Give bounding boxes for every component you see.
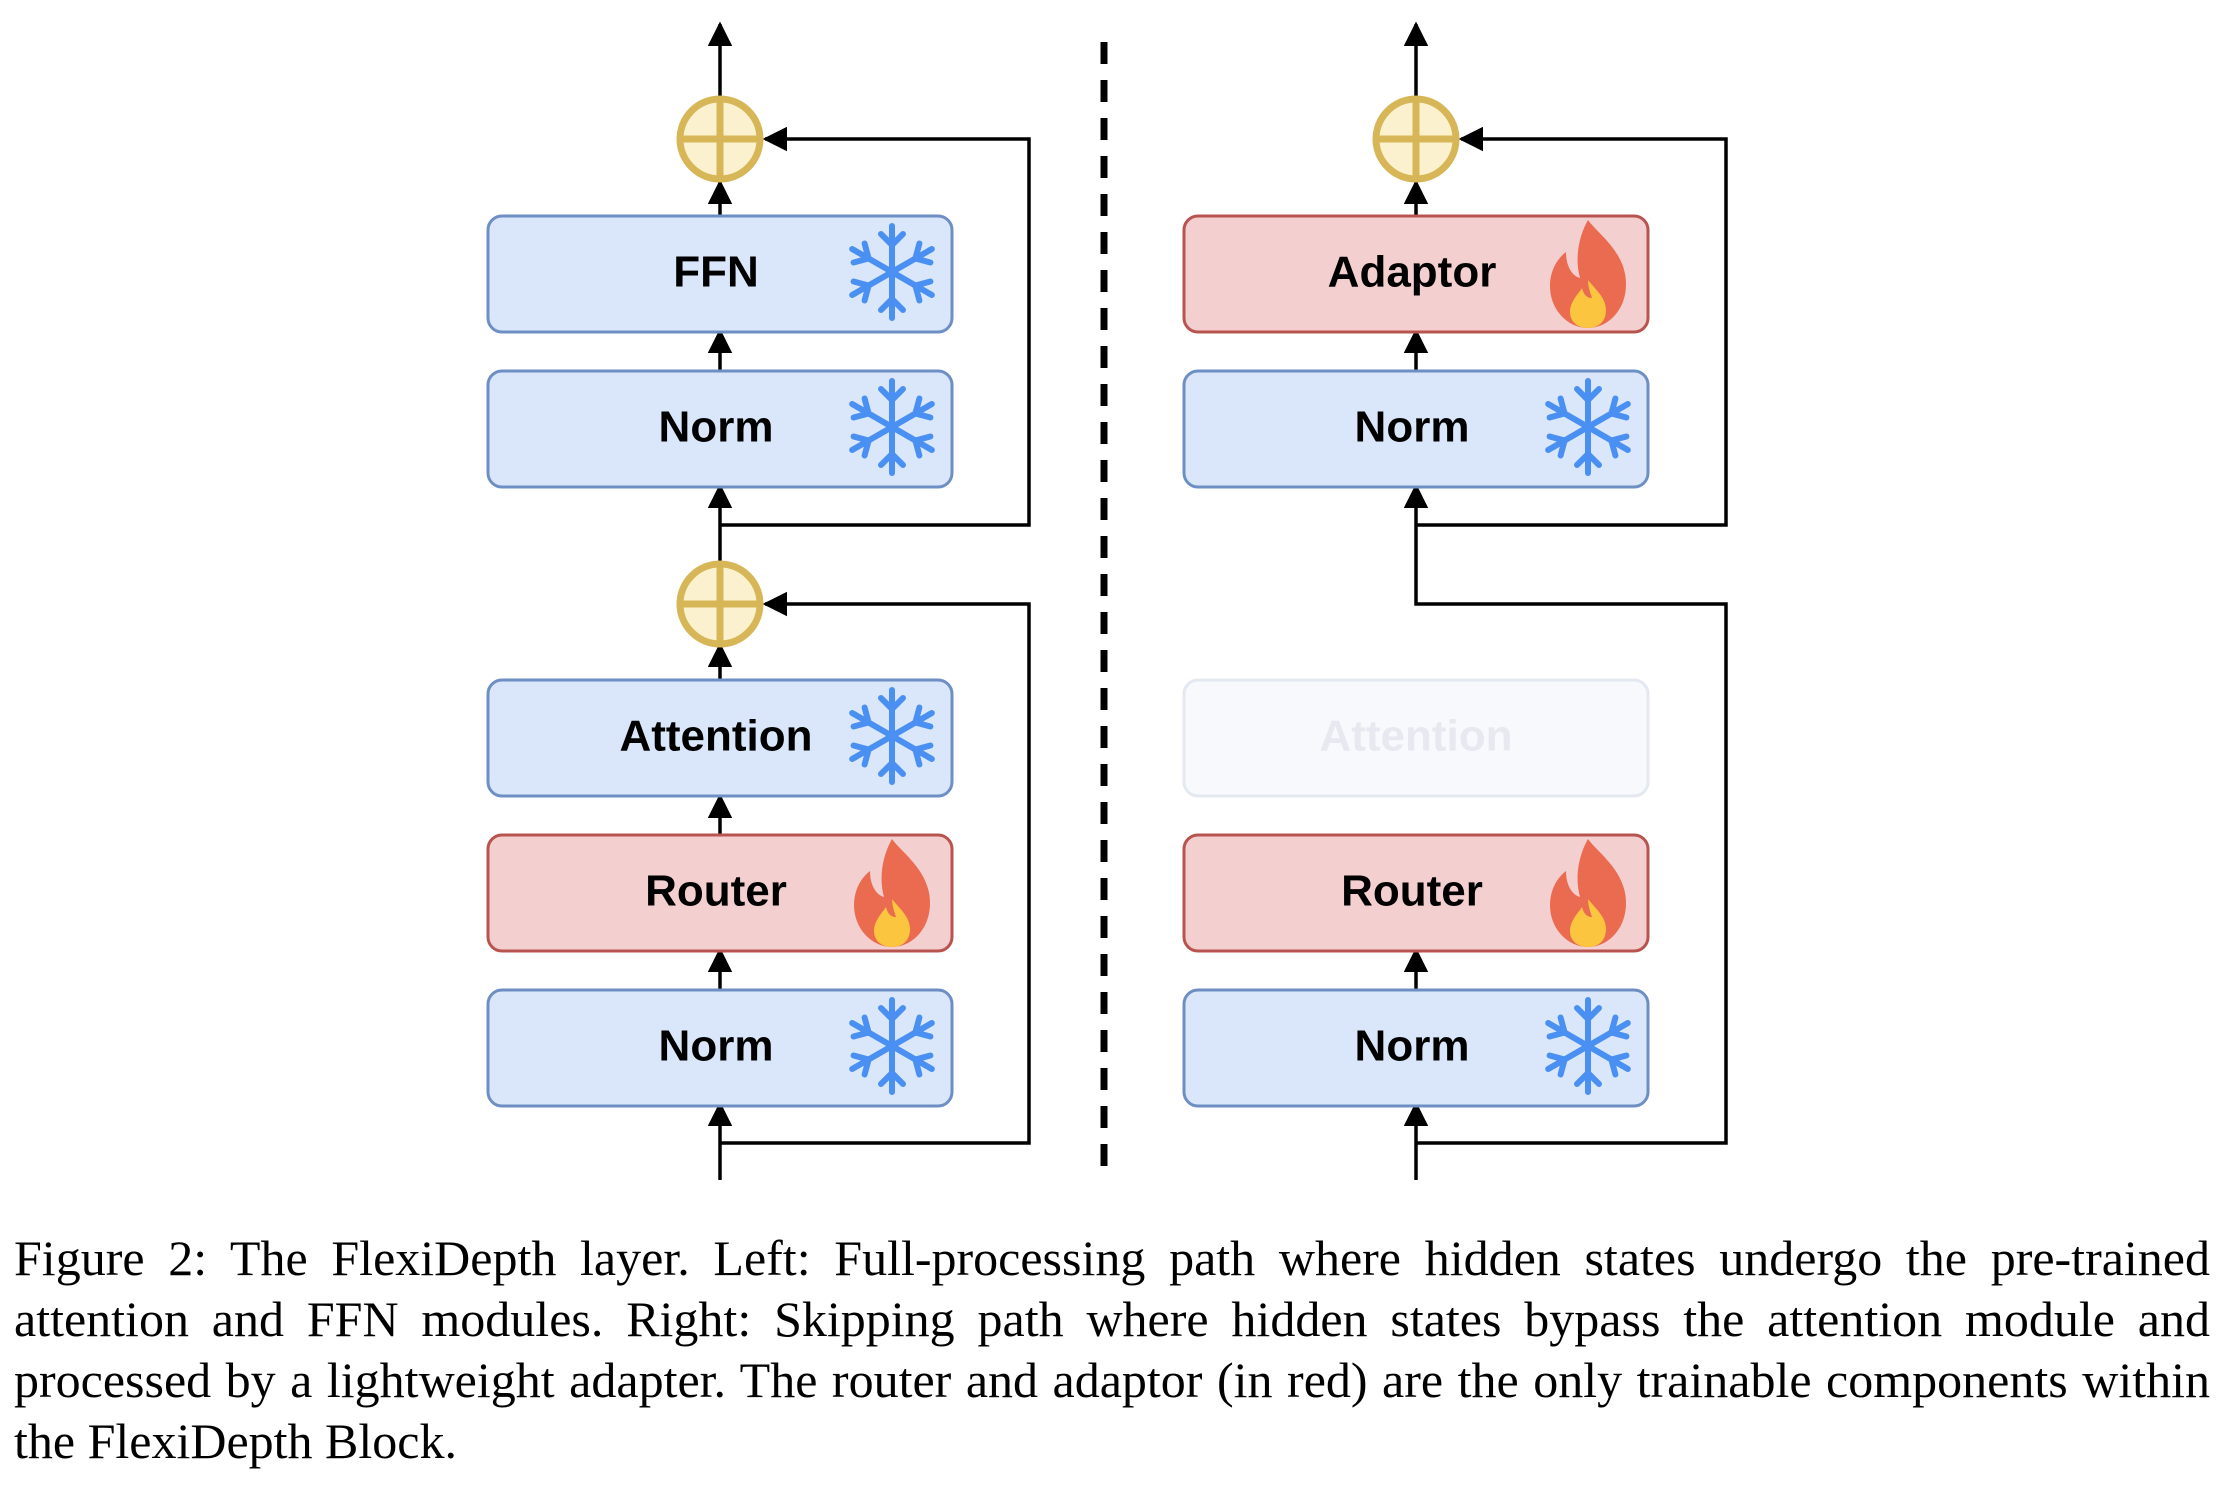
- left-norm-top-label: Norm: [659, 403, 774, 452]
- right-router-label: Router: [1341, 867, 1483, 916]
- left-ffn-label: FFN: [673, 248, 759, 297]
- left-norm-bottom-block: Norm: [486, 988, 954, 1108]
- left-norm-bottom-label: Norm: [659, 1022, 774, 1071]
- left-attention-block: Attention: [486, 678, 954, 798]
- right-connectors: [1403, 21, 1728, 1180]
- right-adaptor-label: Adaptor: [1328, 248, 1497, 297]
- right-path: Adaptor Norm Attention Router Norm: [1182, 21, 1728, 1180]
- right-norm-top-label: Norm: [1355, 403, 1470, 452]
- left-ffn-block: FFN: [486, 214, 954, 334]
- circle-plus-icon: [1376, 99, 1456, 179]
- left-router-label: Router: [645, 867, 787, 916]
- circle-plus-icon: [680, 99, 760, 179]
- flexidepth-diagram: FFN Norm Attention Router Norm: [486, 21, 1728, 1182]
- figure-caption: Figure 2: The FlexiDepth layer. Left: Fu…: [14, 1230, 2210, 1469]
- left-connectors: [707, 21, 1031, 1180]
- right-norm-top-block: Norm: [1182, 369, 1650, 489]
- left-router-block: Router: [486, 833, 954, 953]
- right-residual-skip: [1416, 126, 1728, 527]
- right-adaptor-block: Adaptor: [1182, 214, 1650, 334]
- left-residual-skip-2: [720, 126, 1031, 527]
- left-path: FFN Norm Attention Router Norm: [486, 21, 1031, 1180]
- right-attention-skipped-label: Attention: [1319, 712, 1512, 761]
- right-attention-skipped-block: Attention: [1182, 678, 1650, 798]
- circle-plus-icon: [680, 564, 760, 644]
- right-norm-bottom-block: Norm: [1182, 988, 1650, 1108]
- left-norm-top-block: Norm: [486, 369, 954, 489]
- right-bypass-path: [1403, 483, 1728, 1145]
- right-router-block: Router: [1182, 833, 1650, 953]
- left-residual-skip-1: [720, 591, 1031, 1145]
- right-norm-bottom-label: Norm: [1355, 1022, 1470, 1071]
- left-attention-label: Attention: [619, 712, 812, 761]
